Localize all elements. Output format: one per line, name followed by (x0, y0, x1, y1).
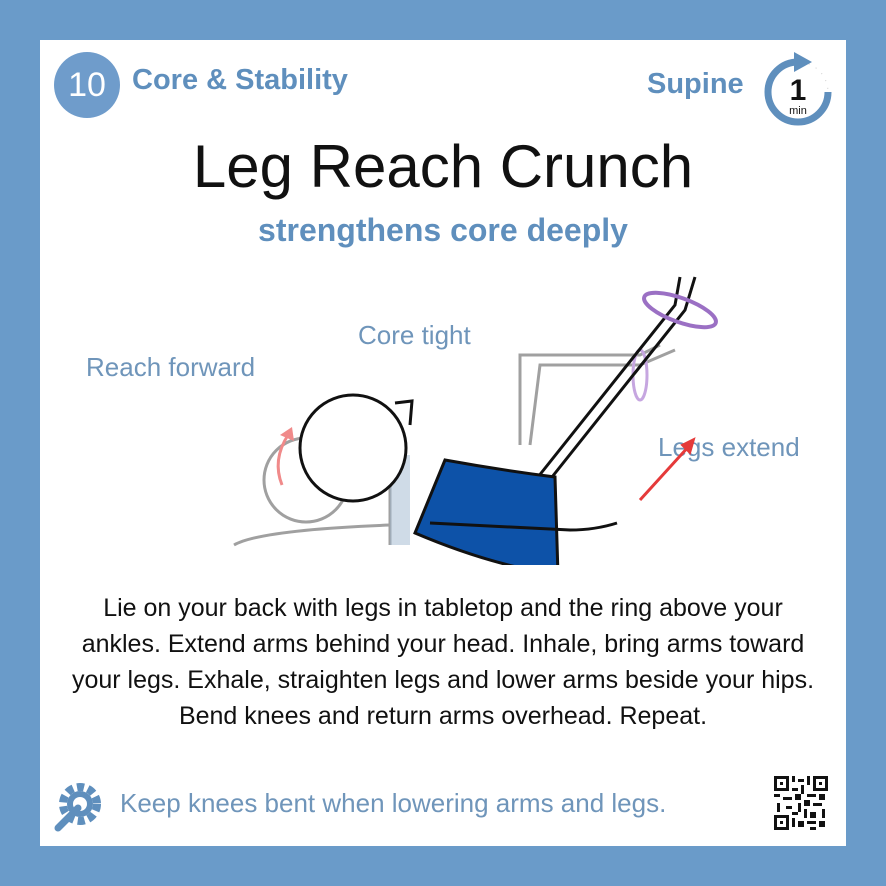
timer-value: 1 (790, 74, 807, 107)
qr-code-icon[interactable] (774, 776, 828, 830)
label-legs-extend: Legs extend (658, 432, 800, 462)
exercise-subtitle: strengthens core deeply (258, 212, 628, 248)
legs-icon (536, 276, 697, 478)
ring-icon (642, 290, 718, 330)
torso-icon (413, 458, 560, 565)
label-reach-forward: Reach forward (86, 352, 256, 382)
legs-arrow-icon (638, 443, 692, 502)
timer-arrow-icon: 1 min (762, 48, 834, 126)
exercise-illustration (233, 276, 718, 565)
exercise-description: Lie on your back with legs in tabletop a… (71, 594, 815, 730)
head-icon (298, 393, 408, 503)
exercise-card: 10 Core & Stability Supine 1 min Leg Rea… (40, 40, 846, 846)
position-label: Supine (647, 68, 744, 100)
timer-unit: min (789, 105, 807, 117)
label-core-tight: Core tight (358, 320, 471, 350)
exercise-title: Leg Reach Crunch (192, 133, 694, 200)
tip-text: Keep knees bent when lowering arms and l… (120, 788, 667, 818)
wrench-gear-icon (52, 780, 104, 832)
reach-arrow-icon (276, 434, 290, 486)
exercise-number-badge: 10 (54, 52, 120, 118)
category-label: Core & Stability (132, 64, 348, 96)
